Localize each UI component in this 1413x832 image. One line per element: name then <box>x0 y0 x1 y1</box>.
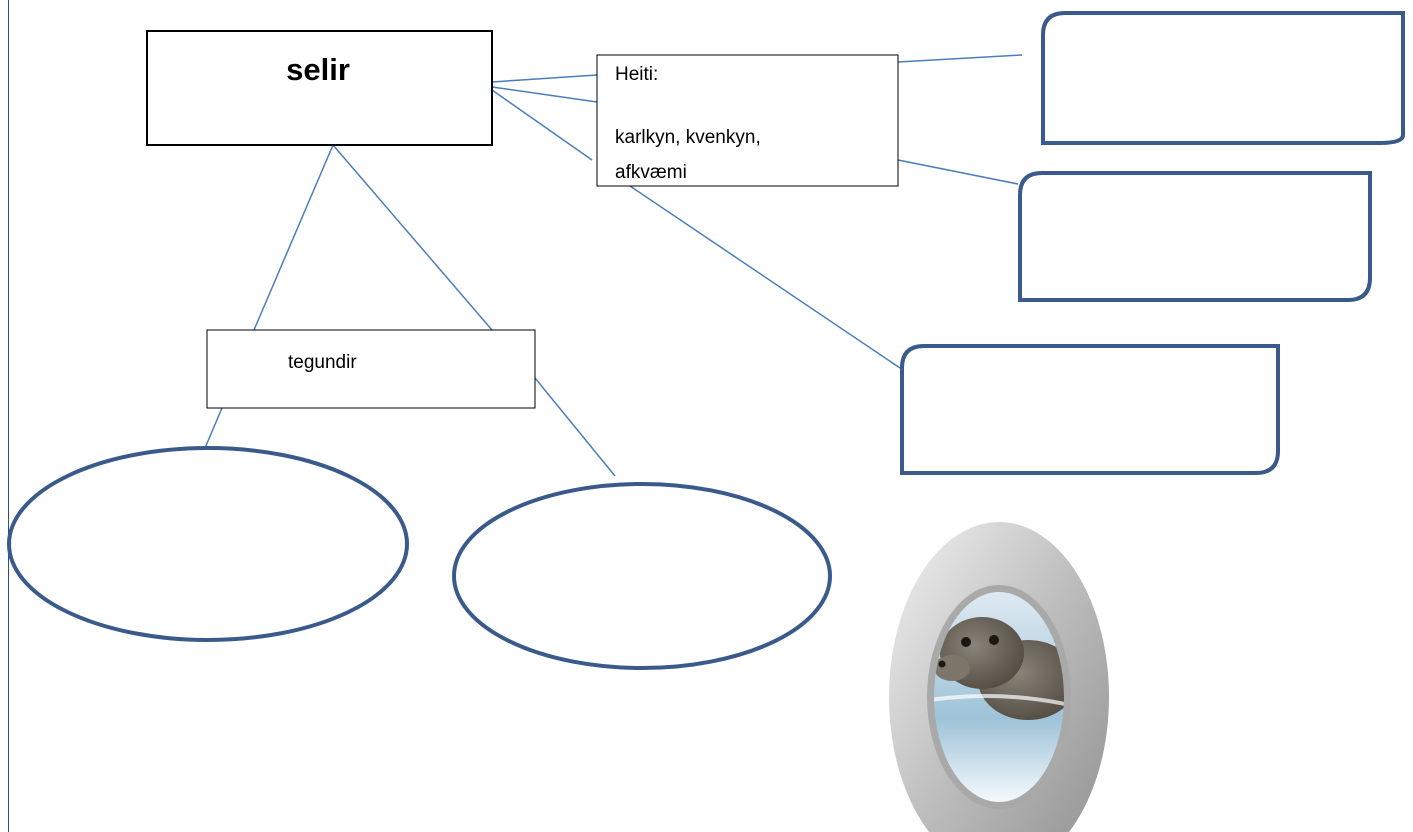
connector-tegundir-ellipse2 <box>534 377 616 477</box>
connector-selir-box3 <box>629 185 901 369</box>
names-line-2: karlkyn, kvenkyn, <box>615 127 761 148</box>
connector-selir-tegundir-1 <box>253 144 334 331</box>
seal-picture <box>889 522 1109 832</box>
connector-selir-tegundir-2 <box>332 144 493 331</box>
seal-nose <box>938 660 946 668</box>
empty-ellipse-1 <box>7 446 409 642</box>
connector-selir-heiti-3 <box>491 89 593 161</box>
connector-tegundir-ellipse1 <box>204 407 223 449</box>
main-node-label: selir <box>286 52 350 87</box>
connector-heiti-box2 <box>897 159 1019 185</box>
empty-box-1 <box>1041 11 1405 145</box>
connector-lines <box>204 54 1023 477</box>
names-line-3: afkvæmi <box>615 162 687 183</box>
names-box <box>596 54 899 187</box>
connector-selir-heiti-2 <box>491 86 598 103</box>
empty-box-3 <box>900 344 1280 475</box>
names-line-1: Heiti: <box>615 64 658 85</box>
seal-snout <box>934 655 970 681</box>
page-left-edge <box>8 0 9 832</box>
main-node-box <box>146 30 493 146</box>
empty-ellipse-2 <box>452 482 832 670</box>
seal-eye-1 <box>961 637 971 647</box>
types-box <box>206 329 536 409</box>
connector-selir-heiti-1 <box>491 74 598 83</box>
empty-box-2 <box>1018 171 1372 302</box>
types-label: tegundir <box>288 352 357 373</box>
seal-eye-2 <box>989 635 999 645</box>
connector-heiti-box1 <box>897 54 1023 63</box>
